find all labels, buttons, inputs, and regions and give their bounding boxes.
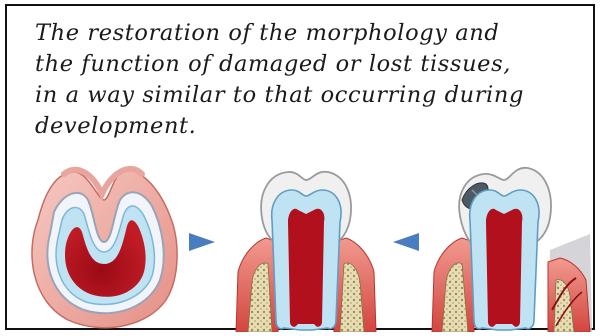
tooth-germ-illustration [24,160,184,332]
triangle-left-icon [392,232,420,252]
healthy-tooth-illustration [232,160,380,332]
definition-text: The restoration of the morphology and th… [35,18,595,142]
triangle-right-icon [188,232,216,252]
damaged-tooth-illustration [430,160,595,332]
